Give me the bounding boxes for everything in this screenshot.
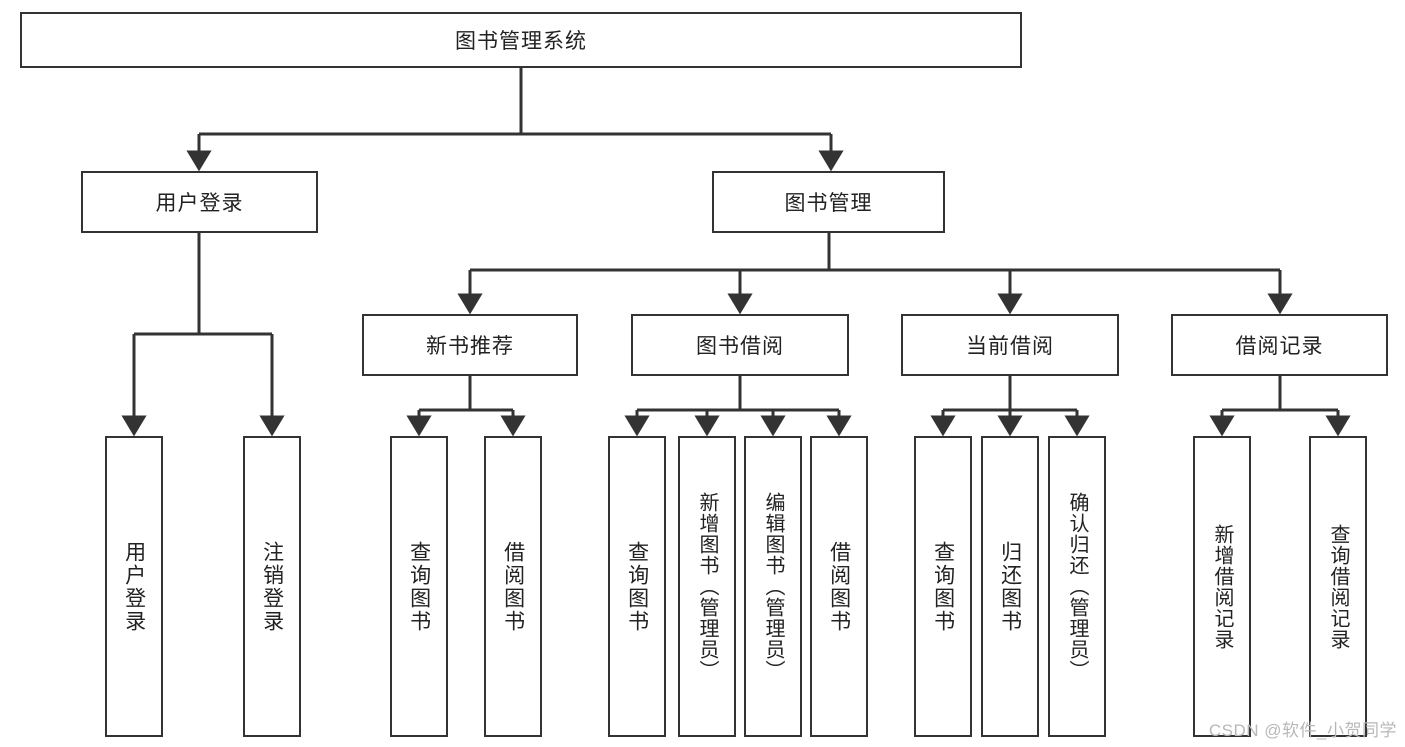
leaf-return-book[interactable]: 归还图书	[981, 436, 1039, 737]
node-root-system[interactable]: 图书管理系统	[20, 12, 1022, 68]
node-new-book-rec[interactable]: 新书推荐	[362, 314, 578, 376]
leaf-add-record[interactable]: 新增借阅记录	[1193, 436, 1251, 737]
leaf-edit-book[interactable]: 编辑图书（管理员）	[744, 436, 802, 737]
leaf-label: 编辑图书（管理员）	[762, 492, 784, 681]
leaf-label: 查询借阅记录	[1327, 523, 1349, 650]
node-label: 借阅记录	[1235, 335, 1324, 358]
leaf-borrow-book-1[interactable]: 借阅图书	[484, 436, 542, 737]
node-label: 图书借阅	[696, 335, 784, 358]
node-user-login[interactable]: 用户登录	[81, 171, 318, 233]
leaf-borrow-book-2[interactable]: 借阅图书	[810, 436, 868, 737]
node-current-borrow[interactable]: 当前借阅	[901, 314, 1119, 376]
leaf-label: 新增借阅记录	[1211, 523, 1233, 650]
leaf-label: 查询图书	[407, 540, 431, 633]
leaf-query-book-2[interactable]: 查询图书	[608, 436, 666, 737]
node-label: 新书推荐	[426, 335, 514, 358]
leaf-label: 用户登录	[122, 540, 146, 633]
leaf-label: 注销登录	[260, 540, 284, 633]
leaf-logout[interactable]: 注销登录	[243, 436, 301, 737]
node-borrow-record[interactable]: 借阅记录	[1171, 314, 1388, 376]
leaf-label: 查询图书	[625, 540, 649, 633]
leaf-label: 确认归还（管理员）	[1066, 492, 1088, 681]
leaf-label: 查询图书	[931, 540, 955, 633]
leaf-confirm-return[interactable]: 确认归还（管理员）	[1048, 436, 1106, 737]
node-label: 图书管理系统	[455, 30, 587, 53]
leaf-query-record[interactable]: 查询借阅记录	[1309, 436, 1367, 737]
leaf-user-login[interactable]: 用户登录	[105, 436, 163, 737]
node-label: 图书管理	[784, 192, 873, 215]
leaf-label: 借阅图书	[501, 540, 525, 633]
leaf-label: 借阅图书	[827, 540, 851, 633]
watermark: CSDN @软件_小贺同学	[1208, 721, 1397, 740]
node-book-borrow[interactable]: 图书借阅	[631, 314, 849, 376]
leaf-add-book[interactable]: 新增图书（管理员）	[678, 436, 736, 737]
leaf-label: 新增图书（管理员）	[696, 492, 718, 681]
leaf-query-book-1[interactable]: 查询图书	[390, 436, 448, 737]
leaf-label: 归还图书	[998, 540, 1022, 633]
leaf-query-book-3[interactable]: 查询图书	[914, 436, 972, 737]
node-book-manage[interactable]: 图书管理	[712, 171, 945, 233]
node-label: 当前借阅	[966, 335, 1054, 358]
node-label: 用户登录	[155, 192, 244, 215]
